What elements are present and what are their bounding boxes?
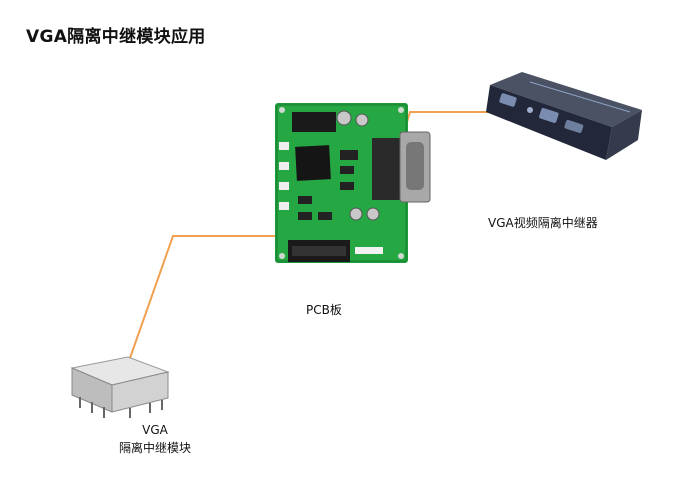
module-label-line2: 隔离中继模块 xyxy=(118,441,191,455)
repeater-label: VGA视频隔离中继器 xyxy=(488,216,598,230)
pcb-board-image xyxy=(275,103,431,263)
page-title: VGA隔离中继模块应用 xyxy=(26,27,206,47)
connector-line-module-to-pcb xyxy=(129,235,288,359)
vga-repeater-device-image xyxy=(486,72,642,160)
module-label-line1: VGA xyxy=(142,423,168,437)
vga-isolation-module-image xyxy=(70,356,170,418)
module-label: VGA 隔离中继模块 xyxy=(100,421,210,457)
pcb-label: PCB板 xyxy=(306,303,342,317)
